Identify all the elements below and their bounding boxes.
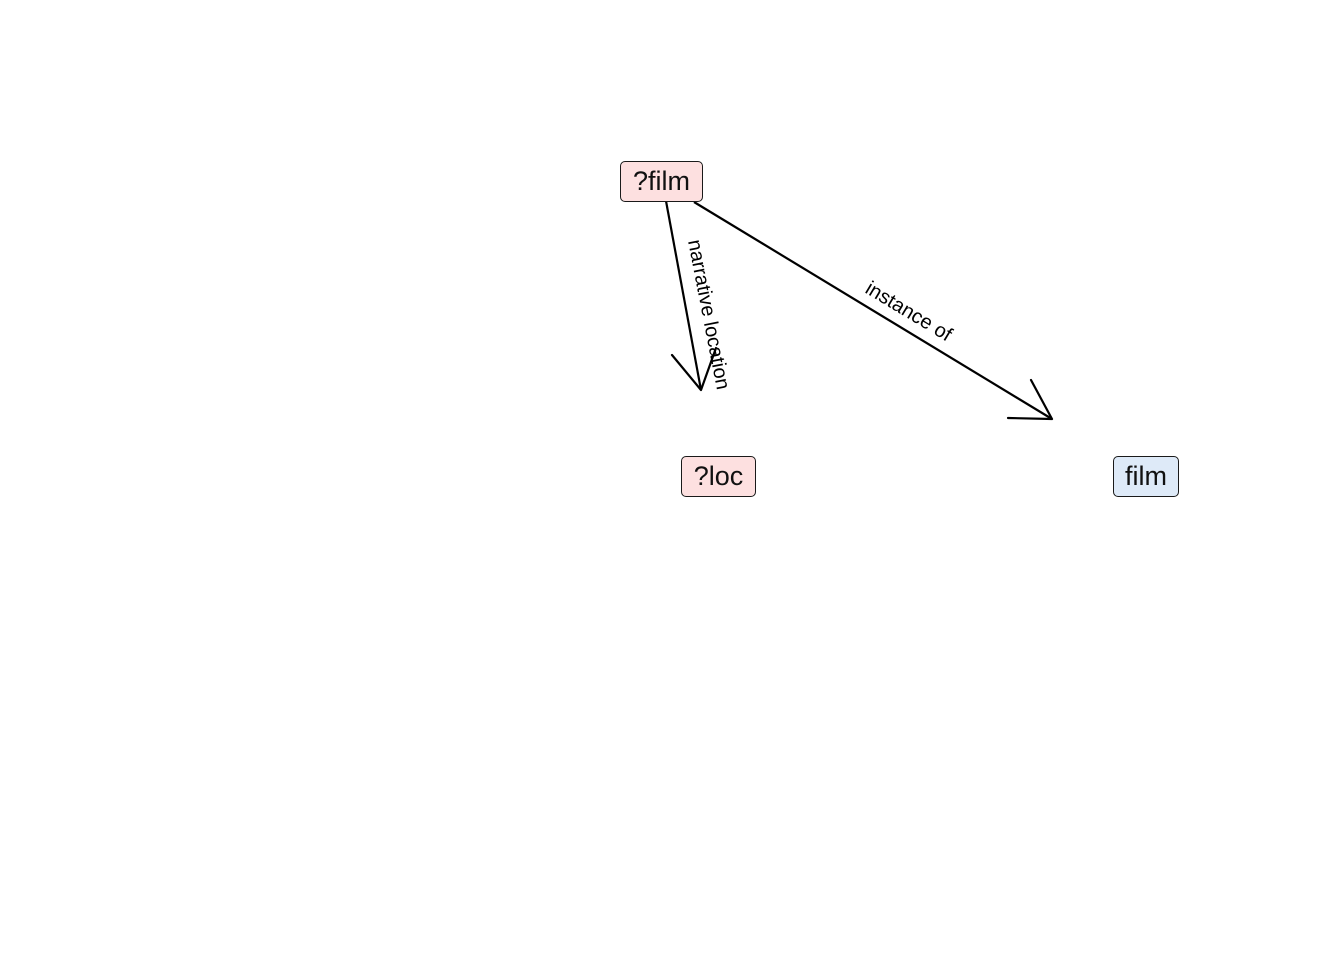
arrowhead-icon — [1006, 378, 1054, 421]
arrowhead-icon — [670, 346, 718, 392]
edge-instance-of: instance of — [693, 201, 1054, 421]
edge-label-narrative-location: narrative location — [683, 238, 734, 392]
edge-narrative-location: narrative location — [664, 200, 734, 392]
node-film-entity[interactable]: film — [1113, 456, 1179, 497]
node-loc-variable[interactable]: ?loc — [681, 456, 756, 497]
edge-line — [693, 201, 1053, 420]
edge-line — [664, 200, 703, 391]
node-film-variable[interactable]: ?film — [620, 161, 703, 202]
